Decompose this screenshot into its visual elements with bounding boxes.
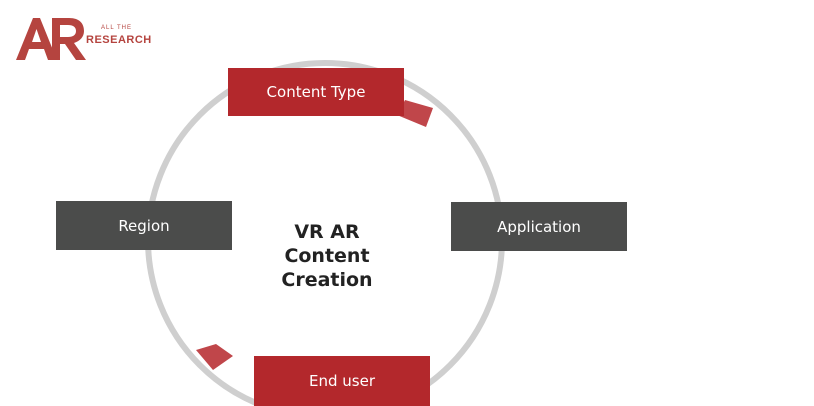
center-title-line-3: Creation xyxy=(281,269,373,291)
arrow-bottom-left-icon xyxy=(196,344,233,370)
center-title-line-1: VR AR xyxy=(294,221,360,243)
arrow-top-right-icon xyxy=(397,100,433,127)
center-title: VR AR Content Creation xyxy=(252,220,402,292)
node-content-type: Content Type xyxy=(228,68,404,116)
node-application: Application xyxy=(451,202,627,251)
center-title-line-2: Content xyxy=(284,245,370,267)
logo: ALL THE RESEARCH xyxy=(14,14,184,64)
node-region: Region xyxy=(56,201,232,250)
node-end-user: End user xyxy=(254,356,430,406)
ar-logo-mark xyxy=(16,18,86,60)
logo-tagline-big: RESEARCH xyxy=(86,34,152,46)
logo-tagline-small: ALL THE xyxy=(101,25,133,31)
